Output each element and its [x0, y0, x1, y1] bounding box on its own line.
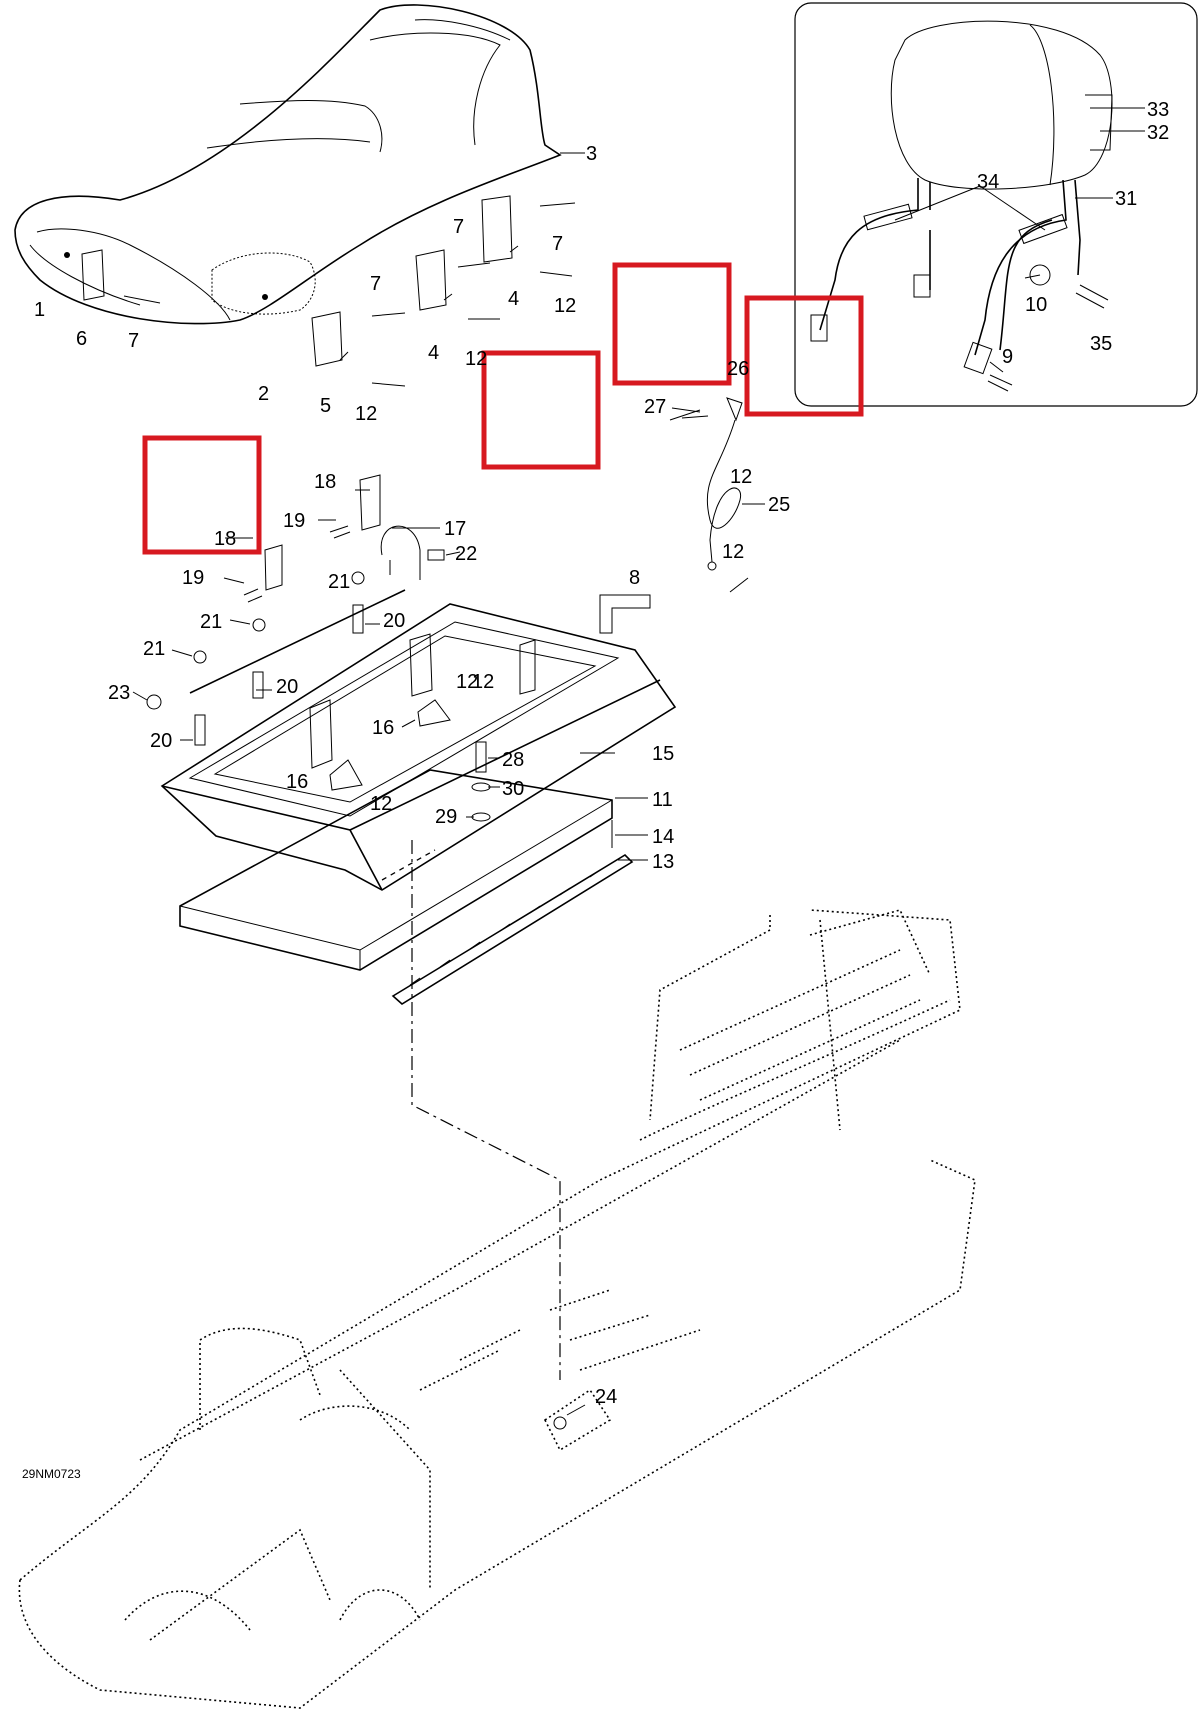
callout-10: 10 — [1025, 294, 1047, 316]
callout-15: 15 — [652, 743, 674, 765]
callout-18b: 18 — [214, 528, 236, 550]
highlight-box-3 — [612, 262, 732, 386]
callout-3: 3 — [586, 143, 597, 165]
callout-17: 17 — [444, 518, 466, 540]
callout-4a: 4 — [428, 342, 439, 364]
callout-7d: 7 — [552, 233, 563, 255]
backrest-support-tubes — [810, 178, 1081, 375]
callout-29: 29 — [435, 806, 457, 828]
seat-hinges — [81, 195, 519, 367]
callout-12b: 12 — [465, 348, 487, 370]
leader-lines — [132, 107, 1145, 1416]
callout-24: 24 — [595, 1386, 617, 1408]
highlight-box-1 — [142, 435, 262, 555]
callout-12f: 12 — [456, 671, 478, 693]
callout-7b: 7 — [370, 273, 381, 295]
callout-23: 23 — [108, 682, 130, 704]
callout-28: 28 — [502, 749, 524, 771]
callout-25: 25 — [768, 494, 790, 516]
callout-7c: 7 — [453, 216, 464, 238]
callout-21b: 21 — [200, 611, 222, 633]
callout-31: 31 — [1115, 188, 1137, 210]
highlight-box-2 — [481, 350, 601, 470]
callout-12g: 12 — [370, 793, 392, 815]
callout-9: 9 — [1002, 346, 1013, 368]
callout-8: 8 — [629, 567, 640, 589]
callout-27: 27 — [644, 396, 666, 418]
callout-19a: 19 — [283, 510, 305, 532]
rack-fasteners — [471, 741, 491, 822]
rack-pad — [179, 769, 613, 971]
callout-32: 32 — [1147, 122, 1169, 144]
callout-12d: 12 — [730, 466, 752, 488]
highlight-box-4 — [744, 295, 864, 417]
drawing-code: 29NM0723 — [22, 1467, 81, 1481]
callout-19b: 19 — [182, 567, 204, 589]
callout-20c: 20 — [150, 730, 172, 752]
callout-16b: 16 — [286, 771, 308, 793]
callout-30: 30 — [502, 778, 524, 800]
callout-35: 35 — [1090, 333, 1112, 355]
callout-21c: 21 — [143, 638, 165, 660]
backrest-inset-frame — [794, 2, 1198, 407]
rivets — [123, 202, 749, 593]
callout-20b: 20 — [276, 676, 298, 698]
assembly-line-short — [381, 849, 436, 881]
callout-5: 5 — [320, 395, 331, 417]
rack-rail — [391, 820, 634, 1005]
spacer-and-bolt — [987, 264, 1109, 392]
callout-14: 14 — [652, 826, 674, 848]
chassis-frame — [18, 909, 976, 1709]
callout-33: 33 — [1147, 99, 1169, 121]
callout-labels: 1 2 3 4 4 5 6 7 7 7 7 8 9 10 11 12 12 12… — [22, 99, 1169, 1481]
callout-16a: 16 — [372, 717, 394, 739]
highlight-boxes — [142, 262, 864, 555]
callout-12a: 12 — [355, 403, 377, 425]
callout-21a: 21 — [328, 571, 350, 593]
callout-12c: 12 — [554, 295, 576, 317]
callout-18a: 18 — [314, 471, 336, 493]
callout-20a: 20 — [383, 610, 405, 632]
callout-4b: 4 — [508, 288, 519, 310]
callout-12h: 12 — [472, 671, 494, 693]
callout-26: 26 — [727, 358, 749, 380]
callout-6: 6 — [76, 328, 87, 350]
callout-1: 1 — [34, 299, 45, 321]
callout-2: 2 — [258, 383, 269, 405]
callout-22: 22 — [455, 543, 477, 565]
storage-rack — [160, 594, 677, 891]
callout-13: 13 — [652, 851, 674, 873]
latch-mechanism — [146, 474, 445, 746]
callout-11: 11 — [652, 789, 673, 811]
backrest-pad — [890, 20, 1113, 190]
callout-12e: 12 — [722, 541, 744, 563]
seat-cushion — [14, 4, 562, 325]
callout-34: 34 — [977, 171, 999, 193]
callout-7a: 7 — [128, 330, 139, 352]
